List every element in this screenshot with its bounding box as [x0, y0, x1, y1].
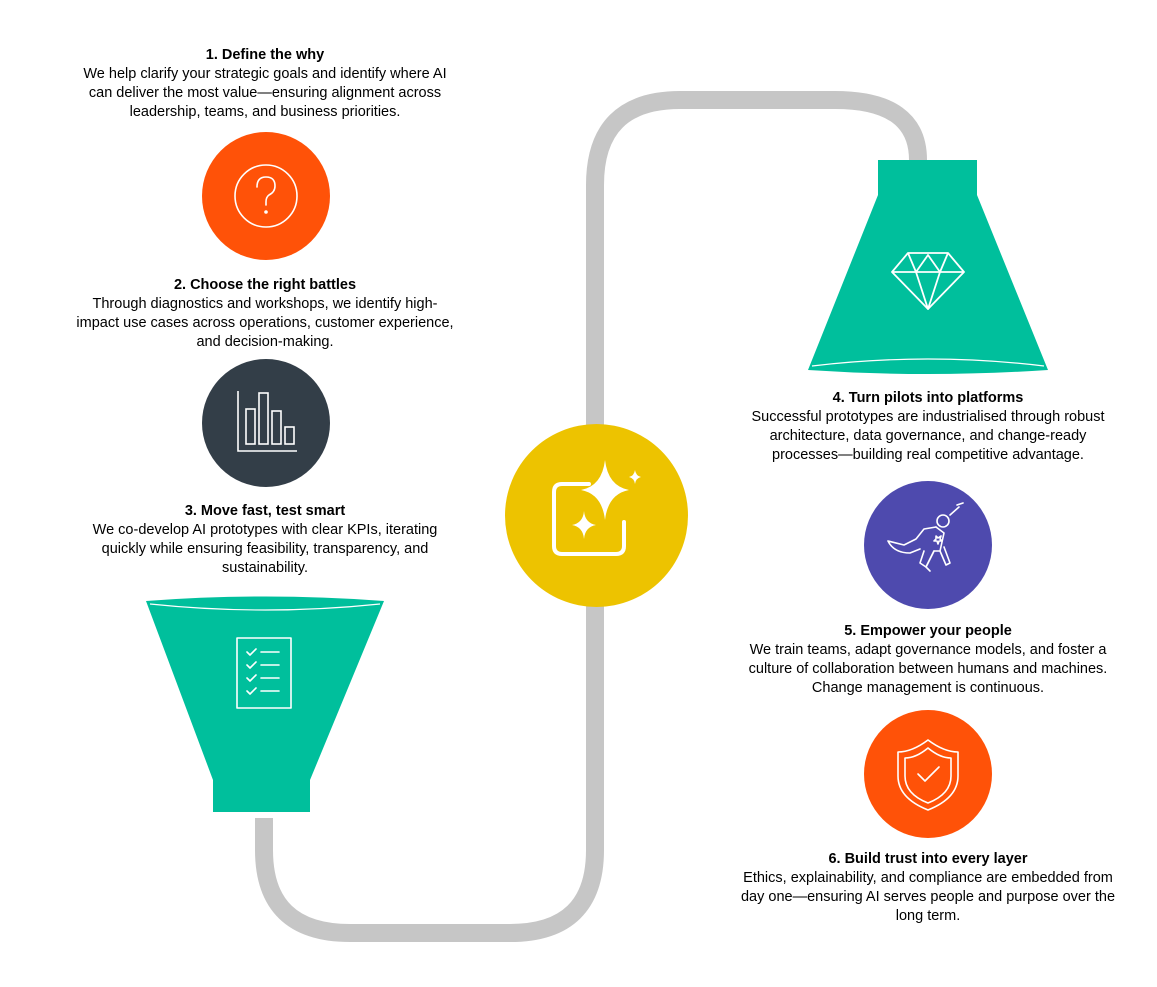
sparkle-ai-icon [552, 460, 641, 556]
step-2-title: 2. Choose the right battles [173, 277, 357, 293]
step-6-desc-line-3: long term. [895, 908, 961, 924]
step-2-desc-line-2: impact use cases across operations, cust… [76, 315, 454, 331]
step-3-text: 3. Move fast, test smart We co-develop A… [50, 502, 480, 578]
step-5-desc-line-1: We train teams, adapt governance models,… [749, 642, 1107, 658]
step-5-text: 5. Empower your people We train teams, a… [708, 622, 1148, 698]
funnel-top-right [808, 160, 1048, 374]
step-5-circle [864, 481, 992, 609]
shield-check-icon [897, 739, 959, 811]
step-6-circle [864, 710, 992, 838]
step-3-desc-line-1: We co-develop AI prototypes with clear K… [92, 522, 438, 538]
step-2-text: 2. Choose the right battles Through diag… [50, 276, 480, 352]
superhero-icon [887, 502, 964, 572]
step-4-title: 4. Turn pilots into platforms [832, 390, 1024, 406]
step-6-title: 6. Build trust into every layer [828, 851, 1028, 867]
step-1-text: 1. Define the why We help clarify your s… [50, 46, 480, 122]
step-4-desc-line-1: Successful prototypes are industrialised… [751, 409, 1105, 425]
step-6-text: 6. Build trust into every layer Ethics, … [708, 850, 1148, 926]
step-3-desc-line-2: quickly while ensuring feasibility, tran… [101, 541, 429, 557]
step-1-title: 1. Define the why [205, 47, 325, 63]
step-1-desc-line-2: can deliver the most value—ensuring alig… [88, 85, 442, 101]
step-2-desc-line-1: Through diagnostics and workshops, we id… [92, 296, 438, 312]
question-icon [234, 164, 298, 228]
checklist-icon [236, 637, 292, 709]
step-6-desc-line-2: day one—ensuring AI serves people and pu… [740, 889, 1116, 905]
funnel-bottom-left [146, 596, 384, 812]
step-1-desc-line-3: leadership, teams, and business prioriti… [129, 104, 401, 120]
step-3-title: 3. Move fast, test smart [184, 503, 346, 519]
center-ai-circle[interactable] [505, 424, 688, 607]
bar-chart-icon [237, 391, 297, 452]
step-5-desc-line-3: Change management is continuous. [811, 680, 1045, 696]
step-2-desc-line-3: and decision-making. [196, 334, 334, 350]
step-6-desc-line-1: Ethics, explainability, and compliance a… [743, 870, 1113, 886]
diamond-icon [891, 252, 965, 310]
journey-path [255, 91, 927, 942]
step-5-title: 5. Empower your people [844, 623, 1012, 639]
step-3-desc-line-3: sustainability. [222, 560, 308, 576]
step-1-circle [202, 132, 330, 260]
step-4-text: 4. Turn pilots into platforms Successful… [708, 389, 1148, 465]
step-5-desc-line-2: culture of collaboration between humans … [748, 661, 1108, 677]
step-4-desc-line-2: architecture, data governance, and chang… [769, 428, 1087, 444]
step-2-circle [202, 359, 330, 487]
step-4-desc-line-3: processes—building real competitive adva… [772, 447, 1084, 463]
step-1-desc-line-1: We help clarify your strategic goals and… [83, 66, 447, 82]
